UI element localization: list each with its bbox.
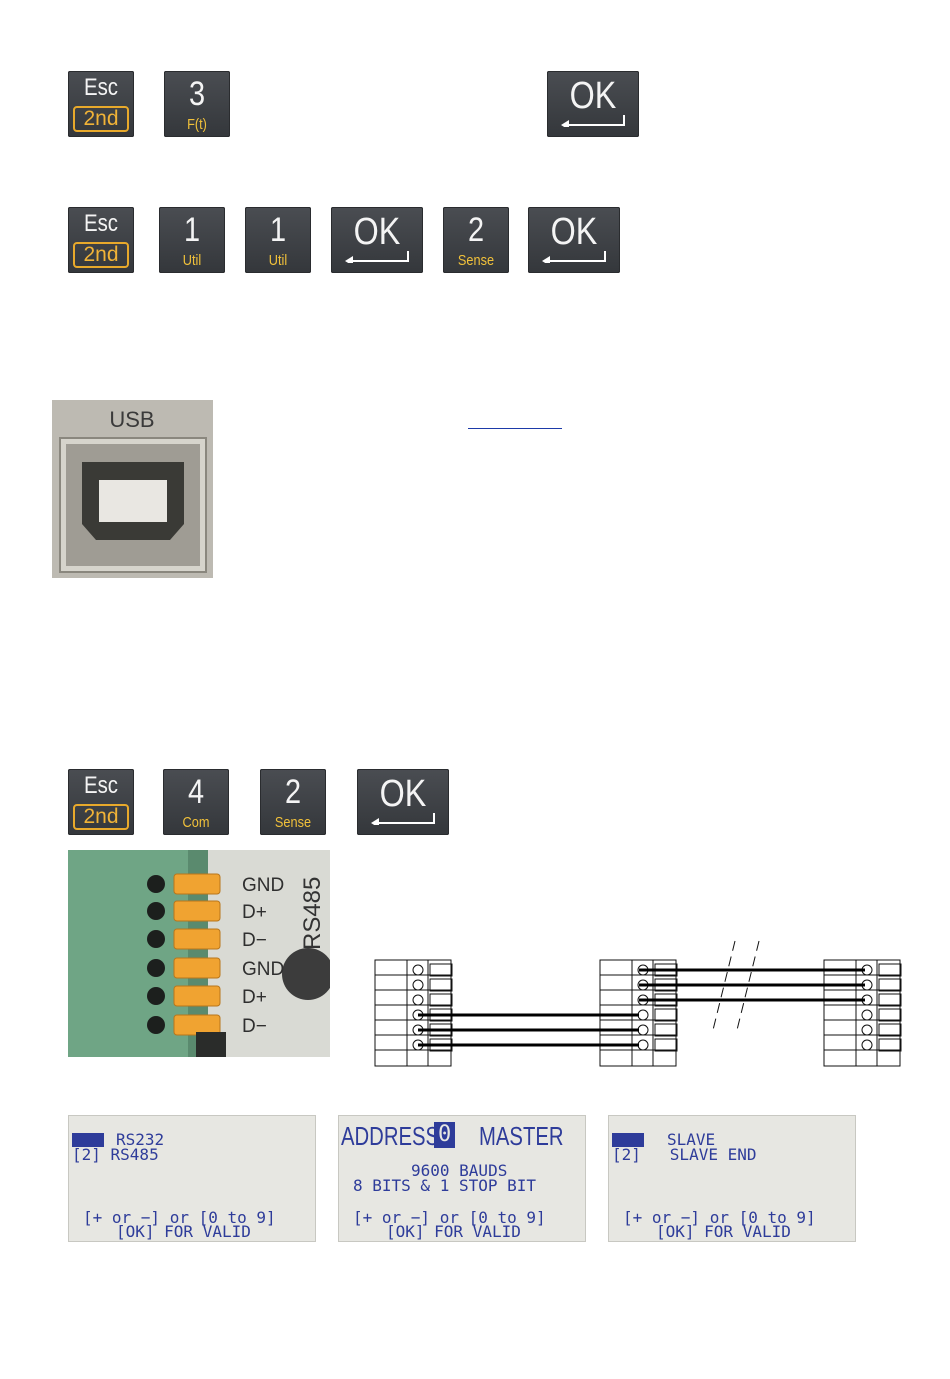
key-1-label: 1	[183, 211, 201, 249]
link-underline[interactable]	[468, 428, 562, 429]
terminal-latch-icon	[654, 1038, 678, 1052]
usb-port-photo: USB	[52, 400, 213, 578]
terminal-screw-icon	[412, 994, 424, 1006]
key-3-label: 3	[188, 75, 206, 113]
terminal-latch-icon	[429, 963, 453, 977]
lcd3-line4: [OK] FOR VALID	[656, 1222, 791, 1241]
lcd3-line3: [+ or −] or [0 to 9]	[623, 1208, 816, 1227]
lcd2-master-label: MASTER	[479, 1121, 564, 1151]
rs485-title: RS485	[299, 877, 326, 950]
key-4-com[interactable]: 4 Com	[163, 769, 229, 835]
terminal-screw-icon	[861, 1039, 873, 1051]
esc-label: Esc	[83, 210, 118, 237]
lcd-selected-index	[612, 1133, 644, 1147]
key-2-sense[interactable]: 2 Sense	[443, 207, 509, 273]
terminal-screw-icon	[637, 1009, 649, 1021]
key-4-label: 4	[187, 773, 205, 811]
lcd-screen-slave: SLAVE [2] SLAVE END [+ or −] or [0 to 9]…	[608, 1115, 856, 1242]
2nd-label: 2nd	[73, 242, 129, 268]
ok-label: OK	[379, 773, 427, 815]
rs485-wiring-diagram	[374, 940, 902, 1067]
ok-label: OK	[353, 211, 401, 253]
esc-2nd-key[interactable]: Esc 2nd	[68, 769, 134, 835]
key-4-sub-label: Com	[182, 814, 210, 831]
key-2-label: 2	[284, 773, 302, 811]
lcd-selected-index	[72, 1133, 104, 1147]
ok-label: OK	[550, 211, 598, 253]
key-3-sub-label: F(t)	[187, 116, 207, 133]
rs485-terminal-photo: GND D+ D− GND D+ D− RS485	[68, 850, 330, 1057]
terminal-latch-icon	[654, 1023, 678, 1037]
ok-key[interactable]: OK	[528, 207, 620, 273]
rs485-pin-label: GND	[242, 959, 284, 980]
key-3-ft[interactable]: 3 F(t)	[164, 71, 230, 137]
ok-label: OK	[569, 75, 617, 117]
esc-2nd-key[interactable]: Esc 2nd	[68, 207, 134, 273]
terminal-latch-icon	[429, 993, 453, 1007]
lcd1-line4: [OK] FOR VALID	[116, 1222, 251, 1241]
terminal-latch-icon	[878, 1038, 902, 1052]
terminal-latch-icon	[878, 978, 902, 992]
usb-label: USB	[109, 407, 154, 432]
key-2-sense[interactable]: 2 Sense	[260, 769, 326, 835]
2nd-label: 2nd	[73, 804, 129, 830]
2nd-label: 2nd	[73, 106, 129, 132]
lcd2-line3: 8 BITS & 1 STOP BIT	[353, 1176, 537, 1195]
lcd2-line5: [OK] FOR VALID	[386, 1222, 521, 1241]
enter-arrow-icon	[561, 115, 625, 127]
terminal-screw-icon	[412, 979, 424, 991]
rs485-pin-label: GND	[242, 875, 284, 896]
terminal-screw-icon	[412, 964, 424, 976]
lcd-screen-protocol: RS232 [2] RS485 [+ or −] or [0 to 9] [OK…	[68, 1115, 316, 1242]
terminal-screw-icon	[861, 1009, 873, 1021]
terminal-latch-icon	[878, 1008, 902, 1022]
lcd1-line2: [2] RS485	[72, 1145, 159, 1164]
ok-key[interactable]: OK	[357, 769, 449, 835]
key-1-util[interactable]: 1 Util	[245, 207, 311, 273]
terminal-screw-icon	[637, 1039, 649, 1051]
rs485-pin-label: D−	[242, 930, 267, 951]
lcd1-line3: [+ or −] or [0 to 9]	[83, 1208, 276, 1227]
terminal-screw-icon	[861, 1024, 873, 1036]
key-2-sub-label: Sense	[274, 814, 312, 831]
enter-arrow-icon	[371, 813, 435, 825]
esc-label: Esc	[83, 74, 118, 101]
terminal-latch-icon	[429, 978, 453, 992]
terminal-latch-icon	[878, 963, 902, 977]
terminal-latch-icon	[654, 1008, 678, 1022]
terminal-latch-icon	[878, 1023, 902, 1037]
lcd2-line2: 9600 BAUDS	[411, 1161, 508, 1180]
key-1-label: 1	[269, 211, 287, 249]
key-2-sub-label: Sense	[457, 252, 495, 269]
rs485-pin-label: D+	[242, 902, 267, 923]
enter-arrow-icon	[345, 251, 409, 263]
esc-2nd-key[interactable]: Esc 2nd	[68, 71, 134, 137]
key-1-util[interactable]: 1 Util	[159, 207, 225, 273]
lcd3-line2: [2] SLAVE END	[612, 1145, 757, 1164]
ok-key[interactable]: OK	[547, 71, 639, 137]
enter-arrow-icon	[542, 251, 606, 263]
terminal-screw-icon	[637, 1024, 649, 1036]
lcd3-line1: SLAVE	[667, 1130, 716, 1149]
lcd2-address-value: 0	[434, 1122, 456, 1148]
esc-label: Esc	[83, 772, 118, 799]
lcd2-line4: [+ or −] or [0 to 9]	[353, 1208, 546, 1227]
key-2-label: 2	[467, 211, 485, 249]
lcd2-address-label: ADDRESS	[341, 1121, 440, 1151]
lcd-screen-address: ADDRESS 0 MASTER 9600 BAUDS 8 BITS & 1 S…	[338, 1115, 586, 1242]
lcd1-line1: RS232	[116, 1130, 165, 1149]
rs485-pin-label: D+	[242, 987, 267, 1008]
ok-key[interactable]: OK	[331, 207, 423, 273]
key-1-sub-label: Util	[268, 252, 288, 269]
rs485-pin-label: D−	[242, 1016, 267, 1037]
key-1-sub-label: Util	[182, 252, 202, 269]
terminal-latch-icon	[878, 993, 902, 1007]
